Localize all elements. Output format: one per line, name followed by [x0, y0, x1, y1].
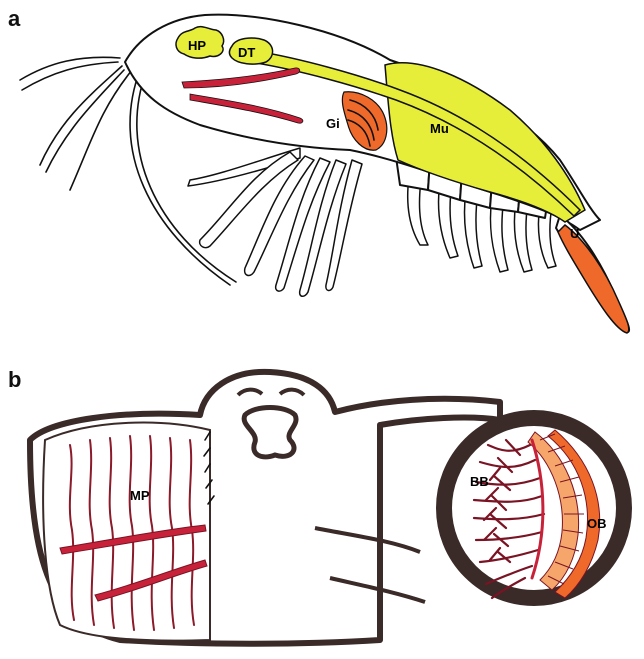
label-ob: OB [587, 516, 607, 531]
muscle-bundles: MP [43, 423, 214, 641]
neural-canal [244, 408, 296, 457]
label-hp: HP [188, 38, 206, 53]
label-dt: DT [238, 45, 255, 60]
panel-b-letter: b [8, 367, 21, 392]
panel-a: a [8, 6, 629, 333]
label-gi: Gi [326, 116, 340, 131]
label-mu: Mu [430, 121, 449, 136]
panel-b: b M [8, 367, 624, 644]
label-mp: MP [130, 488, 150, 503]
label-bb: BB [470, 474, 489, 489]
magnified-inset: BB OB [444, 418, 624, 598]
panel-a-letter: a [8, 6, 21, 31]
uropod [558, 225, 629, 333]
label-u: U [570, 226, 579, 241]
